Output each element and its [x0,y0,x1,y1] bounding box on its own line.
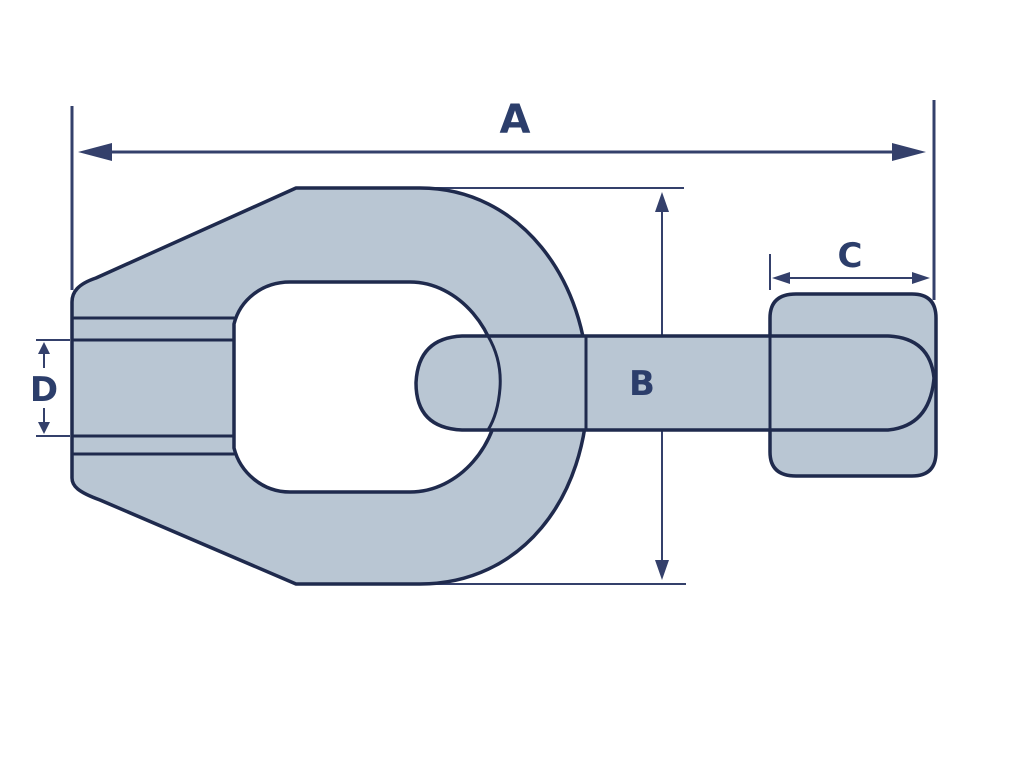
dimension-a-right-arrow [892,143,926,161]
dimension-b [430,187,686,585]
link-eye-opening [232,280,502,494]
pin-shaft [414,334,936,432]
dimension-a-label: A [500,97,531,143]
link-body [70,186,590,586]
dimension-c-right-arrow [912,272,930,284]
dimension-b-bottom-arrow [655,560,669,580]
dimension-c: C [769,236,930,290]
dimension-d-bottom-arrow [38,422,50,434]
dimension-d-top-arrow [38,342,50,354]
dimension-b-top-arrow [655,192,669,212]
dimension-c-left-arrow [772,272,790,284]
dimension-b-label: B [629,364,655,404]
dimension-c-label: C [838,236,863,276]
dimension-d-label: D [30,370,58,410]
dimension-a-left-arrow [78,143,112,161]
dimension-d: D [30,339,70,437]
dimension-a: A [70,97,936,300]
pin-through-edge [486,334,502,432]
